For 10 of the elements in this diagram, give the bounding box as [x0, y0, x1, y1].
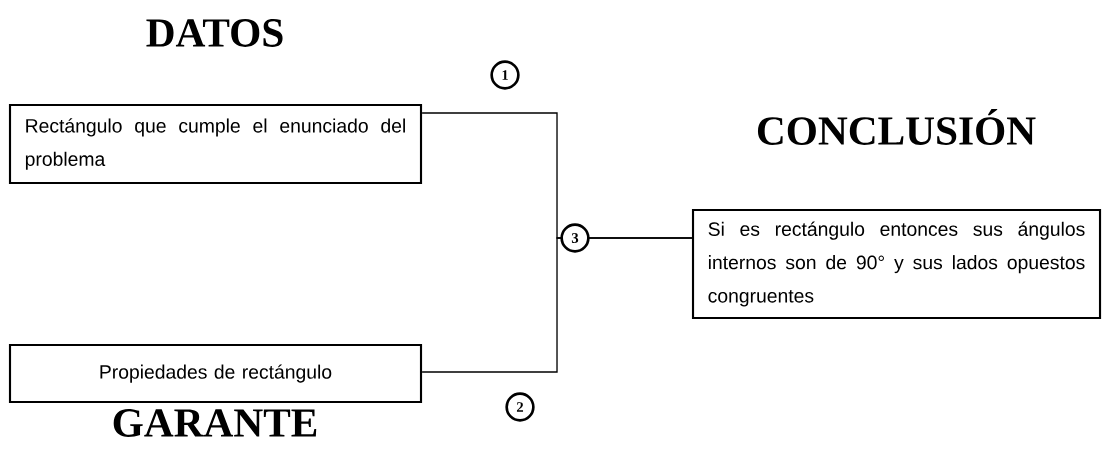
text-box: Propiedades de rectángulo	[8, 343, 423, 404]
heading: GARANTE	[113, 409, 317, 437]
callout-number: 2	[505, 392, 535, 422]
text-box: Rectángulo que cumple el enunciado del problema	[8, 103, 423, 185]
callout-number: 3	[560, 223, 590, 253]
callout-number: 1	[490, 60, 520, 90]
connector-line	[421, 237, 693, 373]
heading: DATOS	[146, 19, 283, 47]
heading: CONCLUSIÓN	[757, 109, 1036, 145]
text-box: Si es rectángulo entonces sus ángulos internos son de 90° y sus lados opuestos congruentes	[691, 208, 1102, 320]
